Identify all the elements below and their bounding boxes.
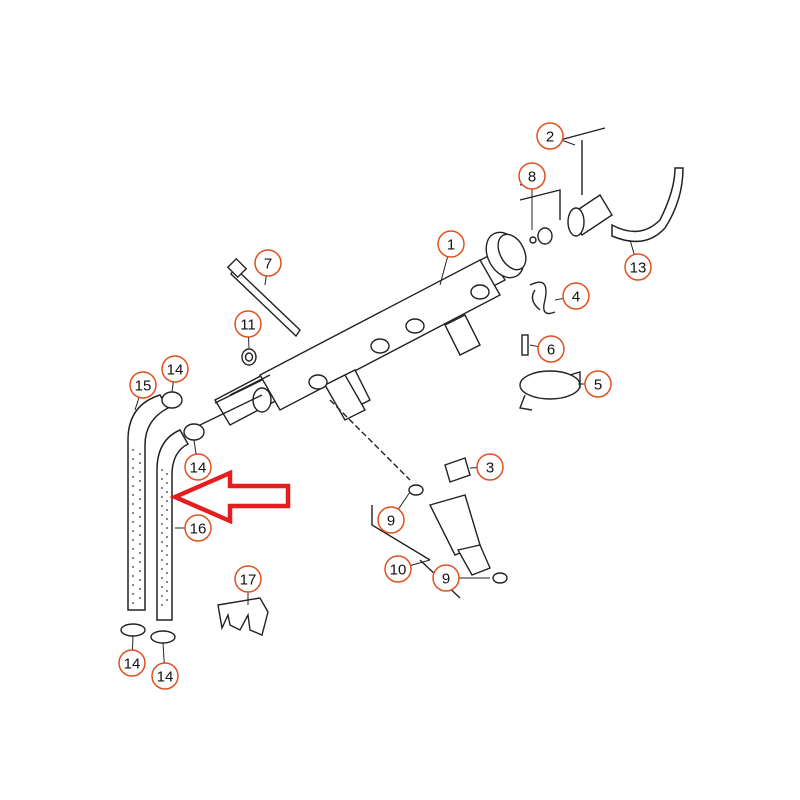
leader-line [171,381,174,393]
callout-9: 9 [377,491,411,534]
callout-13: 13 [624,239,652,281]
callout-circle [562,282,590,310]
leader-line [162,642,165,664]
injector [329,399,508,599]
callout-circle [377,506,405,534]
callout-number: 9 [387,513,395,530]
callout-number: 16 [190,521,207,538]
callout-circle [476,453,504,481]
callout-number: 15 [135,378,152,395]
pressure-regulator [519,127,613,245]
callout-14: 14 [151,642,179,690]
callout-number: 3 [486,460,494,477]
callout-number: 17 [240,572,257,589]
callout-1: 1 [437,230,465,286]
leader-line [397,491,411,510]
callout-circle [384,555,412,583]
callout-number: 14 [190,460,207,477]
retaining-clip [529,281,556,315]
callout-number: 2 [546,129,554,146]
leader-line [264,275,267,286]
callout-8: 8 [518,162,546,230]
callout-17: 17 [234,565,262,605]
callout-number: 4 [572,289,580,306]
leader-line [529,344,539,348]
callout-15: 15 [129,371,157,411]
callout-number: 5 [594,377,602,394]
fuel-hose-16 [156,429,190,621]
callout-number: 6 [547,342,555,359]
callout-circle [151,662,179,690]
callout-number: 14 [124,656,141,673]
callout-circle [624,253,652,281]
callout-number: 7 [264,256,272,273]
bracket [519,334,581,411]
callout-14: 14 [118,635,146,677]
callout-circle [432,564,460,592]
callout-number: 11 [240,317,256,334]
callout-number: 14 [167,362,184,379]
callout-circle [437,230,465,258]
callout-circle [518,162,546,190]
callout-circle [234,310,262,338]
callout-circle [584,370,612,398]
leader-line [193,439,197,455]
callout-circle [161,355,189,383]
callout-6: 6 [529,335,565,363]
hose-holder [217,597,269,636]
callout-circle [254,249,282,277]
callout-16: 16 [175,514,212,542]
callout-circle [234,565,262,593]
callout-circle [184,514,212,542]
leader-line [131,635,134,651]
callout-number: 14 [157,669,174,686]
callout-4: 4 [554,282,590,310]
hose-clamps [120,391,205,644]
leader-line [439,256,449,286]
callout-7: 7 [254,249,282,286]
callout-10: 10 [384,555,431,583]
callout-circle [536,122,564,150]
callout-14: 14 [161,355,189,393]
callout-number: 8 [528,169,536,186]
red-pointer-arrow [169,469,291,525]
leader-line [410,559,431,566]
leader-line [134,397,140,411]
injector-clip [444,457,471,483]
callout-circle [118,649,146,677]
callout-3: 3 [469,453,504,481]
leader-line [554,297,564,301]
callout-circle [184,453,212,481]
callout-number: 13 [630,260,647,277]
callout-14: 14 [184,439,212,481]
callout-9: 9 [432,564,490,592]
callout-5: 5 [578,370,612,398]
callout-number: 10 [390,562,407,579]
callout-number: 9 [442,571,450,588]
vacuum-hose [611,167,684,243]
fuel-rail [199,231,527,426]
callouts: 2 8 1 13 4 7 11 6 5 14 15 14 3 9 16 10 9 17 14 14 [118,122,652,690]
callout-11: 11 [234,310,262,349]
callout-circle [129,371,157,399]
bolt [226,257,301,338]
leader-line [629,239,635,255]
leader-line [562,139,576,146]
callout-circle [537,335,565,363]
callout-2: 2 [536,122,576,150]
callout-number: 1 [447,237,455,254]
